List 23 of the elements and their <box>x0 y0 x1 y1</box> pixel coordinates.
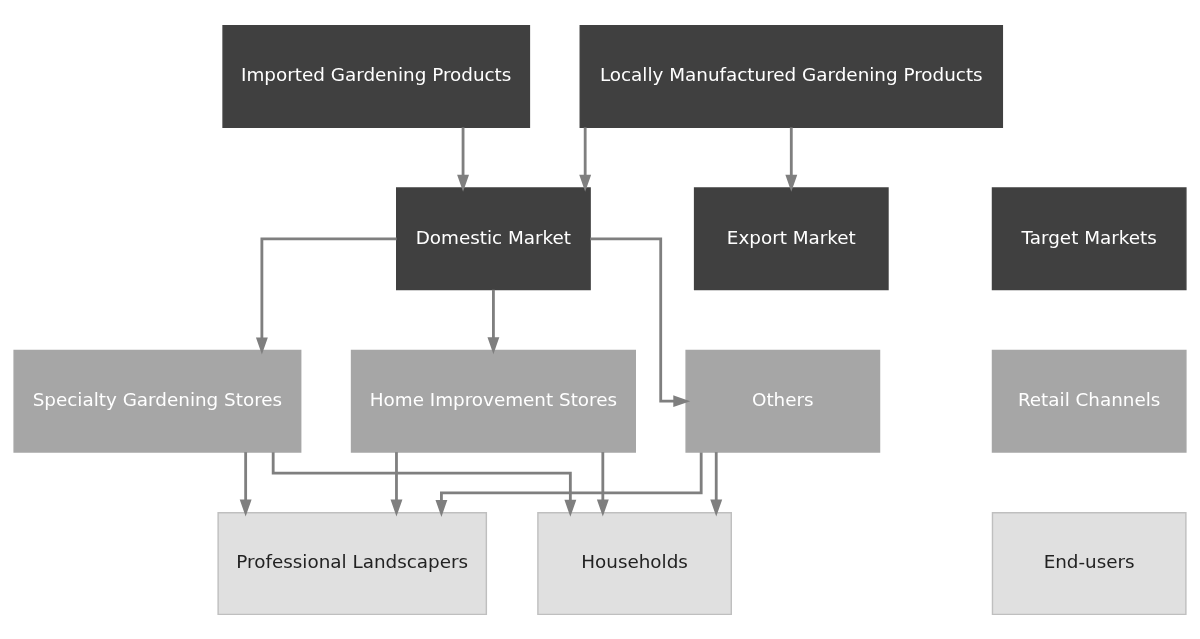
node-box: Domestic Market <box>396 186 591 290</box>
arrow <box>435 451 703 517</box>
node-box: Households <box>537 511 732 615</box>
arrow <box>457 126 469 192</box>
arrow <box>596 451 609 516</box>
node-box: Home Improvement Stores <box>350 349 636 453</box>
arrow <box>579 126 592 192</box>
arrow <box>390 451 403 516</box>
arrow <box>710 451 723 516</box>
node-box: Retail Channels <box>991 349 1187 453</box>
arrow <box>239 451 252 516</box>
node-box: Target Markets <box>991 186 1187 290</box>
node-box: End-users <box>991 511 1187 615</box>
arrow <box>487 289 500 354</box>
arrow <box>590 236 691 407</box>
node-box: Others <box>685 349 881 453</box>
node-box: Imported Gardening Products <box>222 24 531 128</box>
arrow <box>255 236 397 354</box>
node-box: Professional Landscapers <box>217 511 488 615</box>
node-box: Specialty Gardening Stores <box>13 349 302 453</box>
node-box: Export Market <box>693 186 889 290</box>
node-box: Locally Manufactured Gardening Products <box>579 24 1004 128</box>
arrow <box>785 126 798 192</box>
